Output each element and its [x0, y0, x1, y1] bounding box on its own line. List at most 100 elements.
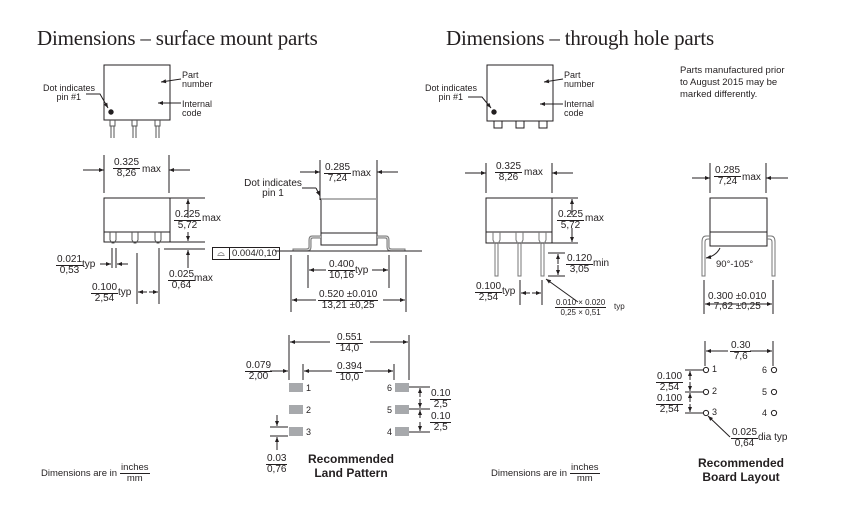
coplanarity-tolerance: ⌓ 0.004/0,10 — [212, 247, 280, 260]
land-pin-3: 3 — [306, 427, 312, 437]
dim-inches: 0.225 — [174, 209, 202, 221]
dim-mm: 10,16 — [329, 270, 355, 281]
dim-mm: 5,72 — [560, 220, 581, 231]
dim-inches: 0.520 ±0.010 — [318, 289, 379, 301]
dim-mm: 7,24 — [717, 176, 738, 187]
dim-inches: 0.100 — [475, 281, 503, 293]
board-pin-3: 3 — [712, 407, 718, 417]
heading-line: Land Pattern — [314, 466, 388, 480]
dim-mm: 0,64 — [171, 280, 192, 291]
dim-mm: 3,05 — [569, 264, 590, 275]
units-mm: mm — [126, 473, 143, 484]
units-inches: inches — [120, 462, 150, 474]
dim-inches: 0.10 — [430, 388, 452, 400]
label-line: code — [564, 108, 584, 118]
dim-mm: 2,54 — [659, 382, 680, 393]
board-pin-1: 1 — [712, 364, 718, 374]
board-pin-4: 4 — [762, 408, 768, 418]
heading-board-layout: Recommended Board Layout — [686, 456, 796, 484]
dim-mm: 2,00 — [248, 371, 269, 382]
note-line: marked differently. — [680, 89, 758, 100]
label-line: pin #1 — [56, 92, 81, 102]
units-mm: mm — [576, 473, 593, 484]
dim-suffix: max — [585, 213, 604, 224]
dim-inches: 0.400 — [328, 259, 356, 271]
label-line: Dot indicates — [42, 83, 95, 93]
dim-suffix: max — [352, 168, 371, 179]
dim-suffix: max — [524, 167, 543, 178]
dim-inches: 0.285 — [714, 165, 742, 177]
land-pattern — [270, 335, 430, 450]
smt-front-view — [83, 155, 205, 304]
heading-line: Recommended — [697, 456, 785, 470]
profile-icon: ⌓ — [213, 248, 230, 259]
title-through-hole: Dimensions – through hole parts — [446, 26, 714, 50]
land-pin-6: 6 — [387, 383, 393, 393]
land-pin-4: 4 — [387, 427, 393, 437]
units-inches: inches — [570, 462, 600, 474]
dim-mm: 7,24 — [327, 173, 348, 184]
board-pin-5: 5 — [762, 387, 768, 397]
label-line: pin #1 — [438, 92, 463, 102]
board-pin-6: 6 — [762, 365, 768, 375]
dim-suffix: typ — [355, 265, 369, 276]
dim-mm: 0,53 — [59, 265, 80, 276]
label-line: number — [564, 79, 595, 89]
dim-inches: 0.285 — [324, 162, 352, 174]
dim-mm: 0,25 × 0,51 — [560, 308, 601, 317]
dim-inches: 0.03 — [266, 453, 288, 465]
heading-line: Board Layout — [702, 470, 780, 484]
dim-inches: 0.325 — [113, 157, 141, 169]
label-line: code — [182, 108, 202, 118]
dim-inches: 0.010 × 0.020 — [555, 298, 607, 308]
dim-mm: 0,64 — [734, 438, 755, 449]
dim-inches: 0.025 — [731, 427, 759, 439]
dim-suffix: max — [202, 213, 221, 224]
dim-inches: 0.10 — [430, 411, 452, 423]
dim-suffix: max — [142, 164, 161, 175]
dim-inches: 0.025 — [168, 269, 196, 281]
dim-inches: 0.021 — [56, 254, 84, 266]
th-side-view — [692, 163, 788, 314]
label-line: number — [182, 79, 213, 89]
dim-mm: 2,54 — [659, 404, 680, 415]
dim-suffix: min — [593, 258, 610, 269]
label-line: pin 1 — [262, 188, 284, 199]
label-dot-pin1-side: Dot indicates pin 1 — [240, 179, 306, 199]
dim-inches: 0.394 — [336, 361, 364, 373]
dim-inches: 0.30 — [730, 340, 752, 352]
dim-mm: 2,54 — [94, 293, 115, 304]
dim-mm: 2,5 — [433, 399, 448, 410]
th-front-view — [465, 163, 579, 305]
land-pin-1: 1 — [306, 383, 312, 393]
label-angle: 90°-105° — [716, 259, 754, 270]
dim-mm: 10,0 — [339, 372, 360, 383]
dim-mm: 2,54 — [478, 292, 499, 303]
dim-suffix: max — [742, 172, 761, 183]
coplanarity-value: 0.004/0,10 — [232, 248, 277, 259]
label-line: Part — [182, 70, 199, 80]
